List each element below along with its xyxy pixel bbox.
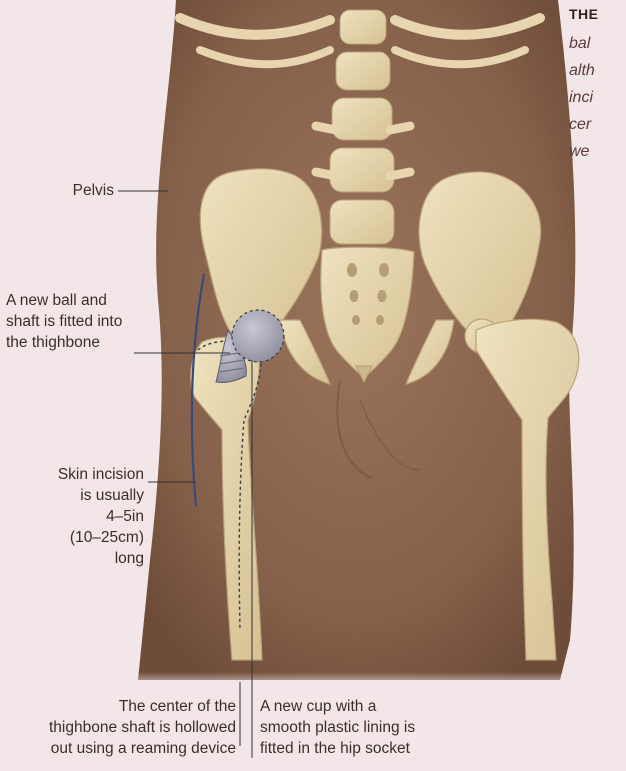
- incision-label: Skin incision is usually 4–5in (10–25cm)…: [20, 464, 144, 569]
- side-heading: THE: [569, 6, 599, 22]
- ball-shaft-label: A new ball and shaft is fitted into the …: [6, 290, 156, 353]
- side-body-text: bal alth inci cer we: [569, 30, 595, 165]
- reaming-label: The center of the thighbone shaft is hol…: [6, 696, 236, 759]
- cup-label: A new cup with a smooth plastic lining i…: [260, 696, 480, 759]
- pelvis-label: Pelvis: [40, 180, 114, 201]
